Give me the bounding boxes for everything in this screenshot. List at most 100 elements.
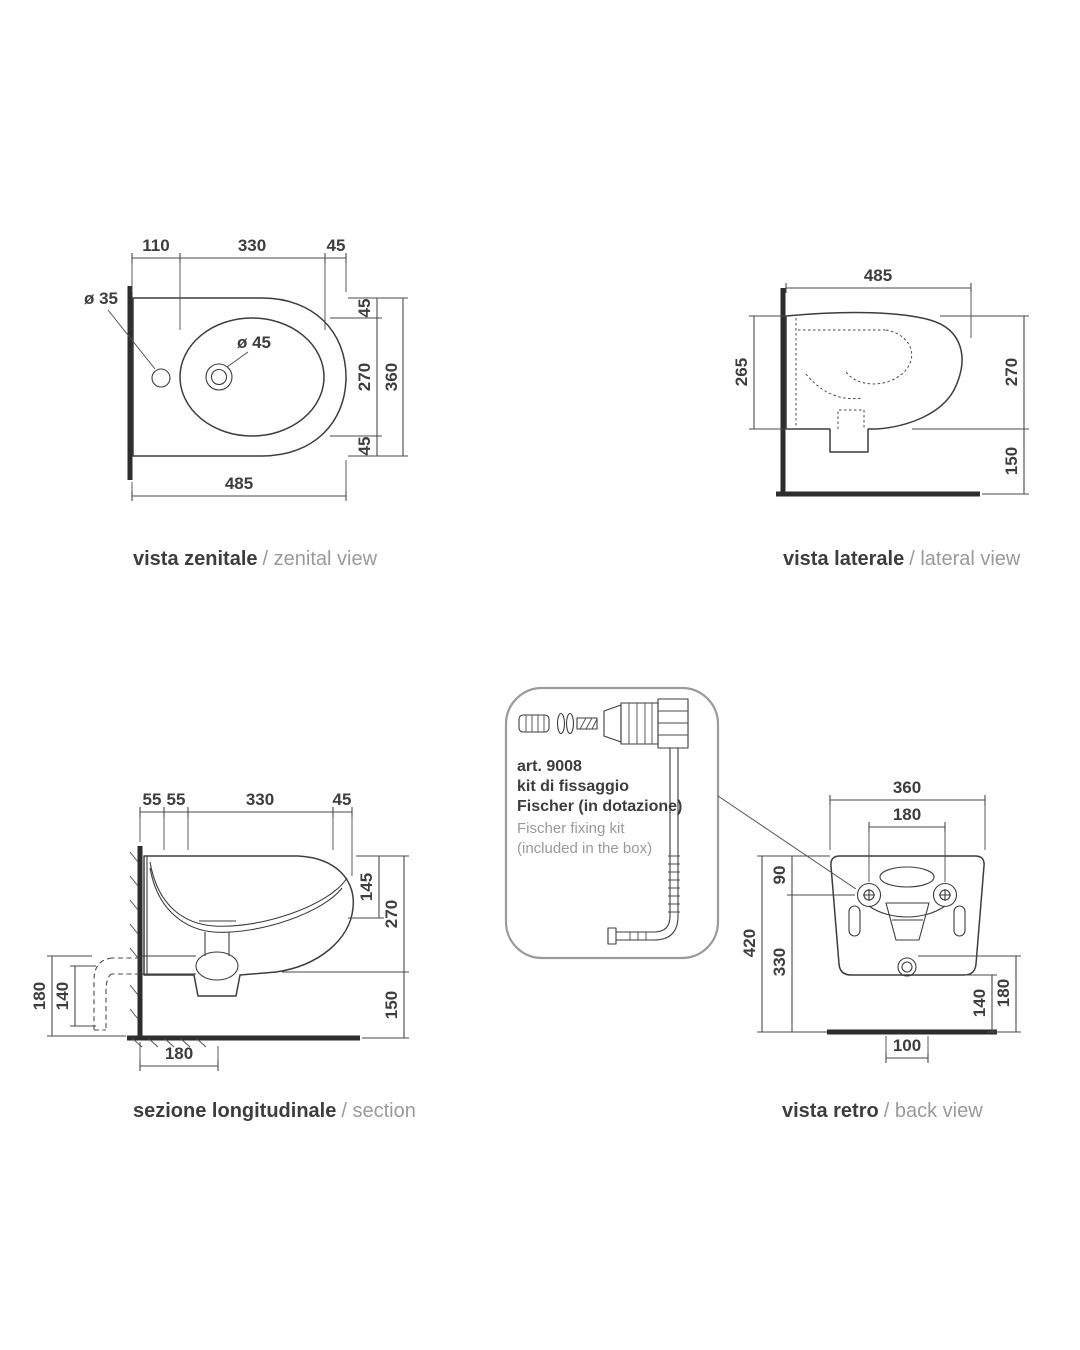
wall-hatching <box>129 851 207 1048</box>
caption-zenital-en: / zenital view <box>262 548 378 570</box>
ext-lines-left-outer <box>48 955 126 1037</box>
kit-label-it-1: kit di fissaggio <box>517 778 629 795</box>
caption-back-en: / back view <box>883 1100 983 1122</box>
dim-140: 140 <box>53 982 72 1010</box>
dim-line-top <box>785 283 972 293</box>
dim-180-left: 180 <box>30 982 49 1010</box>
dim-45-top: 45 <box>327 236 346 255</box>
ext-lines-360 <box>829 805 986 850</box>
kit-label-en-2: (included in the box) <box>517 840 652 857</box>
dim-330: 330 <box>238 236 266 255</box>
dim-55b: 55 <box>167 790 186 809</box>
dim-485: 485 <box>864 266 892 285</box>
dim-270: 270 <box>382 900 401 928</box>
dim-270: 270 <box>1002 358 1021 386</box>
dim-55a: 55 <box>143 790 162 809</box>
caption-zenital-it: vista zenitale <box>133 548 258 570</box>
ext-lines-right <box>330 297 407 457</box>
ext-lines-bottom <box>139 1042 219 1070</box>
caption-lateral: vista laterale/ lateral view <box>783 548 1020 571</box>
top-slot <box>879 866 935 888</box>
caption-lateral-it: vista laterale <box>783 548 905 570</box>
caption-back: vista retro/ back view <box>782 1100 983 1123</box>
drain-hole-inner <box>210 368 228 386</box>
inlet-hole-inner <box>901 961 913 973</box>
elbow-cap <box>607 927 617 945</box>
fixing-kit-callout: art. 9008 kit di fissaggio Fischer (in d… <box>504 686 857 960</box>
kit-label-it-2: Fischer (in dotazione) <box>517 798 682 815</box>
leader-line-drain <box>226 351 249 368</box>
dim-150: 150 <box>1002 447 1021 475</box>
caption-section-it: sezione longitudinale <box>133 1100 337 1122</box>
dim-330: 330 <box>246 790 274 809</box>
cone-piece <box>603 704 622 743</box>
ext-lines-right <box>912 315 1028 495</box>
drain-housing <box>868 902 946 941</box>
hidden-waste-pipe <box>93 957 140 1031</box>
dim-line-left-outer <box>757 855 767 1033</box>
dim-145: 145 <box>357 873 376 901</box>
dim-360: 360 <box>382 363 401 391</box>
caption-section: sezione longitudinale/ section <box>133 1100 416 1123</box>
section-view: 55 55 330 45 145 270 150 180 140 180 <box>30 790 409 1071</box>
drain-trap <box>140 920 239 981</box>
inner-rim <box>179 317 325 437</box>
caption-back-it: vista retro <box>782 1100 879 1122</box>
hidden-drain <box>837 409 865 429</box>
thread-stub <box>576 717 598 730</box>
drain-hole-outer <box>205 363 233 391</box>
bowl-inner-line <box>149 861 348 927</box>
caption-section-en: / section <box>341 1100 416 1122</box>
washer <box>556 712 566 735</box>
ext-lines-100 <box>885 1036 929 1062</box>
dim-180-right: 180 <box>994 979 1013 1007</box>
back-view: 360 180 90 420 330 140 180 100 <box>740 778 1021 1063</box>
dim-180-top: 180 <box>893 805 921 824</box>
pointer-line <box>717 795 857 890</box>
callout-box <box>504 686 720 960</box>
anchor-sleeve <box>518 714 550 733</box>
dim-line-360 <box>829 795 986 805</box>
nut <box>657 698 689 749</box>
fixing-hole-right <box>932 882 958 908</box>
section-outline <box>143 855 355 997</box>
dim-45: 45 <box>333 790 352 809</box>
dim-45-r1: 45 <box>355 299 374 318</box>
dim-line-right-outer <box>398 297 408 457</box>
ext-lines-left <box>758 315 787 430</box>
side-slot-left <box>848 905 861 937</box>
dim-270-r: 270 <box>355 363 374 391</box>
ext-lines-top <box>131 263 347 330</box>
dim-90: 90 <box>770 866 789 885</box>
fixing-hole-left <box>856 882 882 908</box>
dim-110: 110 <box>142 236 169 255</box>
bidet-body-outline <box>132 297 347 457</box>
elbow-top <box>616 915 671 933</box>
dim-265: 265 <box>732 358 751 386</box>
bidet-profile <box>785 311 963 453</box>
dim-330: 330 <box>770 948 789 976</box>
ext-lines-left-inner <box>71 965 96 1027</box>
kit-label-en-1: Fischer fixing kit <box>517 820 625 837</box>
caption-lateral-en: / lateral view <box>909 548 1021 570</box>
leader-line-tap <box>107 309 156 370</box>
side-slot-right <box>953 905 966 937</box>
dim-420: 420 <box>740 929 759 957</box>
dim-45-r2: 45 <box>355 437 374 456</box>
hidden-bowl-curve <box>845 329 913 385</box>
dim-140: 140 <box>970 989 989 1017</box>
caption-zenital: vista zenitale/ zenital view <box>133 548 377 571</box>
tap-hole <box>151 368 171 388</box>
dim-150: 150 <box>382 991 401 1019</box>
back-body-outline <box>830 855 985 976</box>
hidden-bowl-bottom <box>805 373 863 400</box>
washer <box>565 712 575 735</box>
ext-lines-180-top <box>868 832 946 882</box>
kit-art-number: art. 9008 <box>517 758 582 775</box>
elbow-bottom <box>616 915 679 941</box>
ext-lines-top <box>139 817 353 876</box>
inlet-hole-outer <box>897 957 917 977</box>
dim-line-left <box>749 315 759 430</box>
